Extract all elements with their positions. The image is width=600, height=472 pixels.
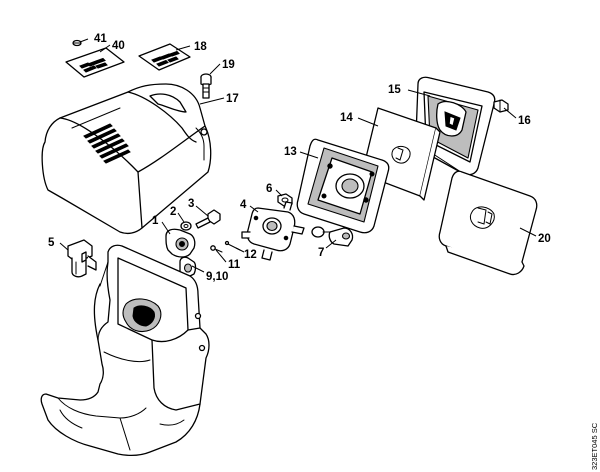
callout-18: 18 [194, 41, 207, 53]
part-4-carburetor [241, 201, 305, 261]
part-2-washer [180, 221, 192, 231]
part-19-bolt [200, 73, 212, 99]
callout-6: 6 [266, 183, 272, 195]
callout-3: 3 [188, 198, 194, 210]
part-3-bolt [195, 209, 221, 229]
shroud-vent-slots [83, 123, 131, 164]
callout-7: 7 [318, 247, 324, 259]
part-11-screw [210, 245, 223, 253]
callout-2: 2 [170, 206, 176, 218]
callout-19: 19 [222, 59, 235, 71]
callout-5: 5 [48, 237, 55, 249]
callout-41: 41 [94, 33, 107, 45]
callout-9-10: 9,10 [206, 271, 228, 283]
part-5-grommet [67, 239, 97, 278]
callout-4: 4 [240, 199, 247, 211]
figure-code: 323ET045 SC [590, 422, 599, 470]
callout-11: 11 [228, 259, 241, 271]
part-7-screw [311, 226, 354, 247]
callout-40: 40 [112, 40, 125, 52]
callout-labels: 41 40 18 19 17 15 16 14 13 20 6 4 7 12 1… [48, 33, 551, 283]
part-40-decal [65, 47, 125, 78]
part-18-decal [138, 43, 191, 71]
callout-13: 13 [284, 146, 297, 158]
callout-1: 1 [152, 215, 159, 227]
part-1-bushing [165, 228, 196, 258]
callout-14: 14 [340, 112, 353, 124]
callout-17: 17 [226, 93, 239, 105]
callout-15: 15 [388, 84, 401, 96]
housing [40, 244, 210, 456]
callout-20: 20 [538, 233, 551, 245]
part-17-shroud [41, 83, 212, 235]
part-20-filter-cover [438, 170, 538, 276]
callout-12: 12 [244, 249, 257, 261]
callout-16: 16 [518, 115, 531, 127]
leader-lines [59, 38, 537, 273]
part-13-filter-base [296, 138, 390, 234]
part-41-screw [72, 39, 82, 47]
